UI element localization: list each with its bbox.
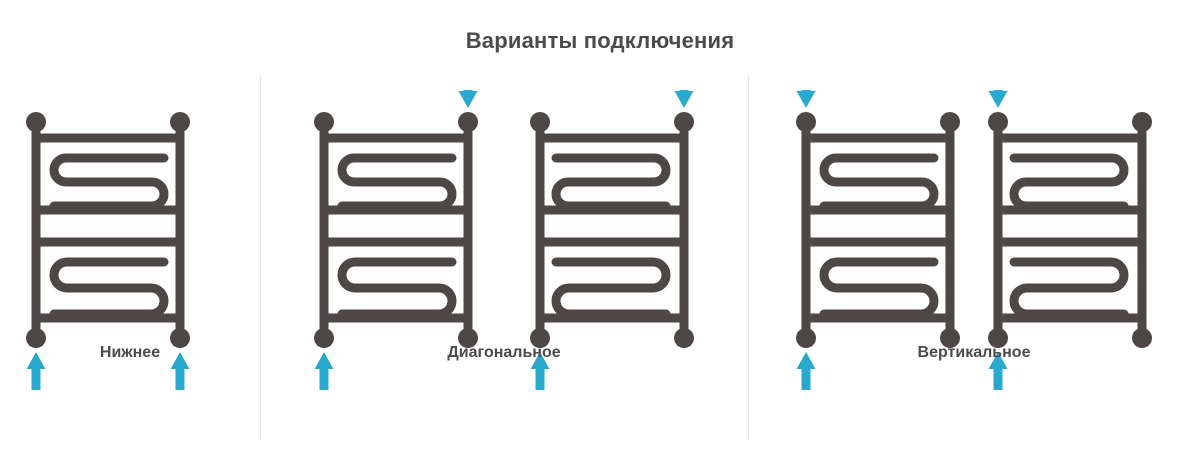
page-title: Варианты подключения: [465, 28, 735, 53]
outlet-arrow: [314, 352, 334, 390]
outlet-arrow: [988, 352, 1008, 390]
panel-label-bottom: Нижнее: [99, 344, 161, 361]
panel-diagonal: Диагональное: [260, 72, 748, 432]
panel-divider: [748, 76, 750, 440]
panel-label-vertical: Вертикальное: [917, 344, 1031, 361]
inlet-arrow: [458, 90, 478, 108]
inlet-arrow: [796, 90, 816, 108]
panel-divider: [260, 76, 262, 440]
radiator-figure: [522, 90, 702, 390]
panel-vertical: Вертикальное: [748, 72, 1200, 432]
inlet-arrow: [988, 90, 1008, 108]
inlet-arrow: [674, 90, 694, 108]
outlet-arrow: [796, 352, 816, 390]
radiator-figure: [306, 90, 486, 390]
radiator-figure: [980, 90, 1160, 390]
radiator-figure: [18, 90, 198, 390]
inlet-arrow: [26, 352, 46, 390]
radiator-figure: [788, 90, 968, 390]
outlet-arrow: [530, 352, 550, 390]
panel-bottom: Нижнее: [0, 72, 260, 432]
panel-label-diagonal: Диагональное: [447, 344, 561, 361]
outlet-arrow: [170, 352, 190, 390]
